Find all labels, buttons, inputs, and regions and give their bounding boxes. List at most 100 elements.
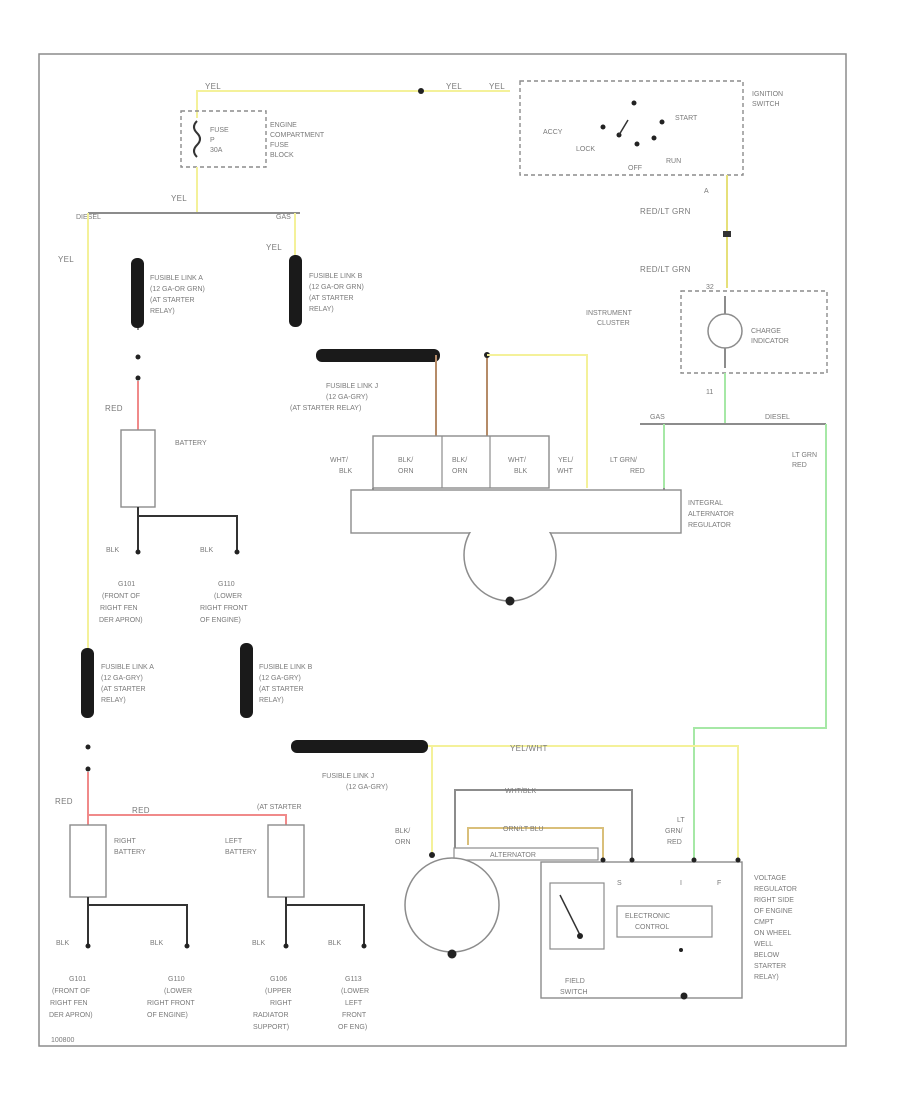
ground-g106-label: RADIATOR — [253, 1012, 289, 1019]
iar-connector — [372, 435, 550, 489]
battery — [120, 429, 156, 508]
fusible-link-b-top-label: FUSIBLE LINK B — [309, 273, 363, 280]
fuse-block-label: COMPARTMENT — [270, 132, 325, 139]
wire-label-lt-grn-red: RED — [667, 839, 682, 846]
iar-pin-label: ORN — [398, 468, 414, 475]
fusible-link-a-top-label: RELAY) — [150, 308, 175, 315]
electronic-control-label: ELECTRONIC — [625, 913, 670, 920]
charge-indicator-label: CHARGE — [751, 328, 781, 335]
connector-pin — [85, 744, 91, 750]
wire-blk-right-battery-grounds — [87, 897, 188, 944]
iar-pin-label: WHT/ — [330, 457, 348, 464]
vr-terminal-i — [629, 857, 635, 863]
vr-terminal-label: F — [717, 880, 721, 887]
ground-g110-label: RIGHT FRONT — [147, 1000, 195, 1007]
fusible-link-b-top — [289, 255, 302, 327]
wire-wht-blk — [454, 789, 633, 858]
wire-label-blk: BLK — [328, 940, 342, 947]
voltage-regulator-label: WELL — [754, 941, 773, 948]
switch-contact — [634, 141, 640, 147]
ground-g113-label: FRONT — [342, 1012, 367, 1019]
fusible-link-b-bottom-label: RELAY) — [259, 697, 284, 704]
wire-label-red: RED — [105, 404, 123, 413]
wire-blk-battery-grounds — [137, 507, 238, 550]
iar-pin-label: BLK — [339, 468, 353, 475]
fusible-link-a-bottom-label: FUSIBLE LINK A — [101, 664, 154, 671]
alternator-circle-icon — [404, 857, 500, 953]
field-switch-pivot — [577, 933, 583, 939]
fusible-link-j-top-label: (12 GA-GRY) — [326, 394, 368, 401]
wire-orn-lt-blu — [467, 827, 604, 858]
switch-position-run: RUN — [666, 158, 681, 165]
alternator-ground-icon — [505, 596, 515, 606]
alternator-housing — [453, 847, 599, 861]
connector-break — [723, 231, 731, 237]
iar-pin-label: ORN — [452, 468, 468, 475]
wire-label-yel: YEL — [171, 194, 187, 203]
switch-position-accy: ACCY — [543, 129, 563, 136]
wire-label-red: RED — [55, 797, 73, 806]
iar-pin-label: RED — [630, 468, 645, 475]
iar-label: REGULATOR — [688, 522, 731, 529]
right-battery-label: RIGHT — [114, 838, 137, 845]
ground-g110-label: OF ENGINE) — [200, 617, 241, 624]
cluster-pin-32: 32 — [706, 284, 714, 291]
voltage-regulator-label: OF ENGINE — [754, 908, 793, 915]
connector-pin — [135, 375, 141, 381]
fusible-link-a-bottom-label: (12 GA-GRY) — [101, 675, 143, 682]
ground-g101-label: G101 — [69, 976, 86, 983]
switch-position-lock: LOCK — [576, 146, 595, 153]
fuse-p-icon — [193, 120, 201, 158]
fusible-link-b-top-label: (12 GA-OR GRN) — [309, 284, 364, 291]
wire-label-blk: BLK — [150, 940, 164, 947]
splice-label-diesel: DIESEL — [765, 414, 790, 421]
right-battery — [69, 824, 107, 898]
wire-label-yel: YEL — [489, 82, 505, 91]
ground-g110-label: OF ENGINE) — [147, 1012, 188, 1019]
fuse-block-label: ENGINE — [270, 122, 297, 129]
connector-divider — [441, 436, 491, 488]
iar-pin-label: BLK/ — [398, 457, 413, 464]
vr-terminal-f — [735, 857, 741, 863]
wire-label-red-lt-grn: RED/LT GRN — [640, 265, 691, 274]
voltage-regulator-label: STARTER — [754, 963, 786, 970]
wire-yel-wht-top — [487, 354, 588, 488]
wire-red-battery-link — [88, 814, 287, 825]
ground-g113-label: G113 — [345, 976, 362, 983]
instrument-cluster-label: CLUSTER — [597, 320, 630, 327]
switch-contact — [651, 135, 657, 141]
wire-yel-wht-bottom — [428, 745, 739, 858]
ground-pin — [283, 943, 289, 949]
switch-position-start: START — [675, 115, 698, 122]
vr-ground-icon — [680, 992, 688, 1000]
charge-indicator-lamp-icon — [707, 313, 743, 349]
wire-label-orn-lt-blu: ORN/LT BLU — [503, 826, 544, 833]
left-battery-label: LEFT — [225, 838, 243, 845]
left-battery-label: BATTERY — [225, 849, 257, 856]
vr-internal-node — [679, 948, 683, 952]
fuse-label: FUSE — [210, 127, 229, 134]
wire-label-wht-blk: WHT/BLK — [505, 788, 536, 795]
connector-pin — [85, 766, 91, 772]
wire-label-blk: BLK — [56, 940, 70, 947]
field-switch-label: SWITCH — [560, 989, 588, 996]
instrument-cluster-label: INSTRUMENT — [586, 310, 633, 317]
wire-label-red-lt-grn: RED/LT GRN — [640, 207, 691, 216]
fusible-link-a-bottom-label: (AT STARTER — [101, 686, 146, 693]
fusible-link-b-bottom — [240, 643, 253, 718]
wire-blk-left-battery-grounds — [285, 897, 365, 944]
connector-pin — [135, 354, 141, 360]
ground-pin — [135, 549, 141, 555]
wire-label-blk: BLK — [252, 940, 266, 947]
ignition-switch-outline — [519, 80, 744, 176]
field-switch-meter-icon — [549, 882, 605, 950]
iar-pin-label: LT GRN/ — [610, 457, 637, 464]
ground-g101-label: (FRONT OF — [52, 988, 90, 995]
switch-contact — [659, 119, 665, 125]
ground-g106-label: SUPPORT) — [253, 1024, 289, 1031]
left-battery — [267, 824, 305, 898]
ground-g110-label: RIGHT FRONT — [200, 605, 248, 612]
voltage-regulator-label: BELOW — [754, 952, 780, 959]
fuse-label: 30A — [210, 147, 223, 154]
